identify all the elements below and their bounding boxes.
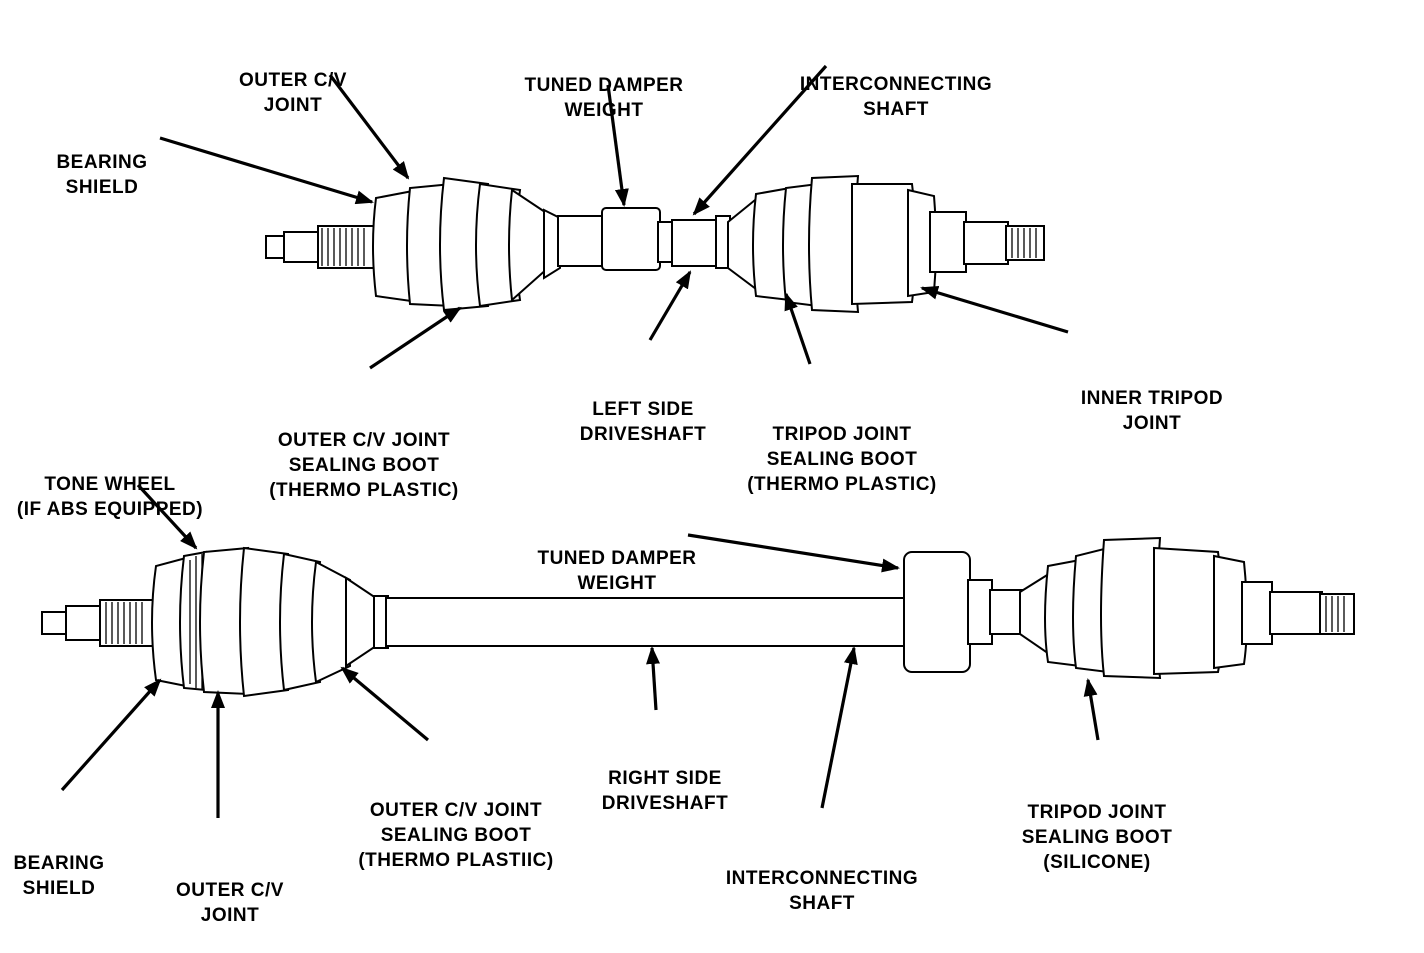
top-interconnecting-shaft bbox=[671, 219, 719, 267]
bottom-tuned-damper bbox=[903, 551, 971, 673]
arrow-bottom-interconnecting bbox=[820, 646, 858, 809]
bottom-interconnecting-shaft bbox=[989, 589, 1023, 635]
right-side-driveshaft-drawing bbox=[41, 536, 1355, 698]
bottom-outer-stub bbox=[41, 611, 69, 635]
arrow-top-left-driveshaft bbox=[648, 270, 692, 341]
top-tuned-damper bbox=[601, 207, 661, 271]
left-side-driveshaft-drawing bbox=[265, 174, 1045, 314]
top-inner-tripod-joint bbox=[851, 183, 917, 306]
driveshaft-diagram bbox=[41, 64, 1355, 818]
bottom-right-side-driveshaft bbox=[385, 597, 909, 647]
bottom-inner-tripod-joint bbox=[1153, 546, 1224, 676]
bottom-inner-spline bbox=[1319, 593, 1355, 635]
leader-arrows bbox=[60, 64, 1100, 818]
label-bottom-tone-wheel: TONE WHEEL(IF ABS EQUIPPED) bbox=[16, 474, 204, 520]
arrow-bottom-right-driveshaft bbox=[646, 646, 661, 711]
arrow-top-damper bbox=[606, 84, 629, 207]
arrow-top-inner-tripod bbox=[920, 285, 1069, 334]
arrow-bottom-tripod-boot bbox=[1083, 678, 1100, 741]
arrow-top-tripod-boot bbox=[784, 292, 812, 365]
arrow-bottom-bearing-shield bbox=[60, 678, 162, 792]
arrow-top-bearing-shield bbox=[159, 136, 374, 205]
arrow-top-outer-cv bbox=[328, 74, 410, 180]
arrow-top-interconnecting bbox=[692, 64, 828, 216]
arrow-bottom-damper bbox=[687, 533, 900, 573]
bottom-outer-spline bbox=[99, 599, 155, 647]
arrow-bottom-tone-wheel bbox=[136, 483, 198, 550]
arrow-bottom-outer-boot bbox=[340, 666, 430, 742]
top-shaft-section bbox=[557, 215, 605, 267]
arrow-top-outer-boot bbox=[369, 306, 462, 370]
